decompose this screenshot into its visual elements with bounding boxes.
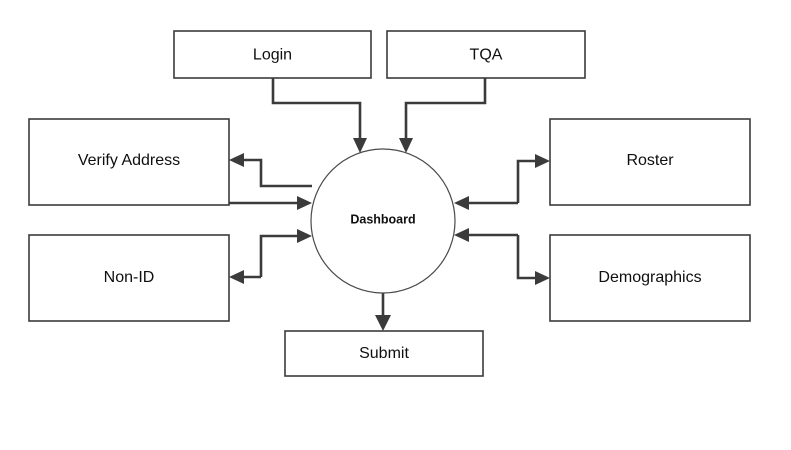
node-dashboard-label: Dashboard [350, 212, 415, 226]
node-login-label: Login [253, 47, 292, 64]
node-dashboard-hub[interactable]: Dashboard [310, 148, 456, 294]
node-login[interactable]: Login [173, 30, 372, 79]
node-roster-label: Roster [626, 152, 674, 169]
edge-dashboard-to-submit [375, 293, 391, 331]
edge-verify-address-to-dashboard [229, 196, 312, 210]
edge-demographics-to-dashboard [454, 228, 518, 242]
node-non-id[interactable]: Non-ID [28, 234, 230, 322]
node-tqa-label: TQA [470, 47, 503, 64]
edge-roster-to-dashboard [454, 196, 518, 210]
edge-dashboard-to-roster [516, 154, 550, 203]
edge-dashboard-to-demographics [516, 235, 550, 285]
node-non-id-label: Non-ID [104, 269, 155, 286]
node-roster[interactable]: Roster [549, 118, 751, 206]
edge-dashboard-to-non-id [229, 270, 261, 284]
edge-non-id-to-dashboard [259, 229, 312, 277]
node-verify-address[interactable]: Verify Address [28, 118, 230, 206]
node-tqa[interactable]: TQA [386, 30, 586, 79]
node-demographics[interactable]: Demographics [549, 234, 751, 322]
edge-dashboard-to-verify-address [229, 153, 312, 188]
edge-login-to-dashboard [271, 78, 367, 153]
edge-tqa-to-dashboard [399, 78, 487, 153]
node-submit-label: Submit [359, 345, 409, 362]
node-demographics-label: Demographics [598, 269, 701, 286]
node-submit[interactable]: Submit [284, 330, 484, 377]
node-verify-address-label: Verify Address [78, 152, 180, 169]
